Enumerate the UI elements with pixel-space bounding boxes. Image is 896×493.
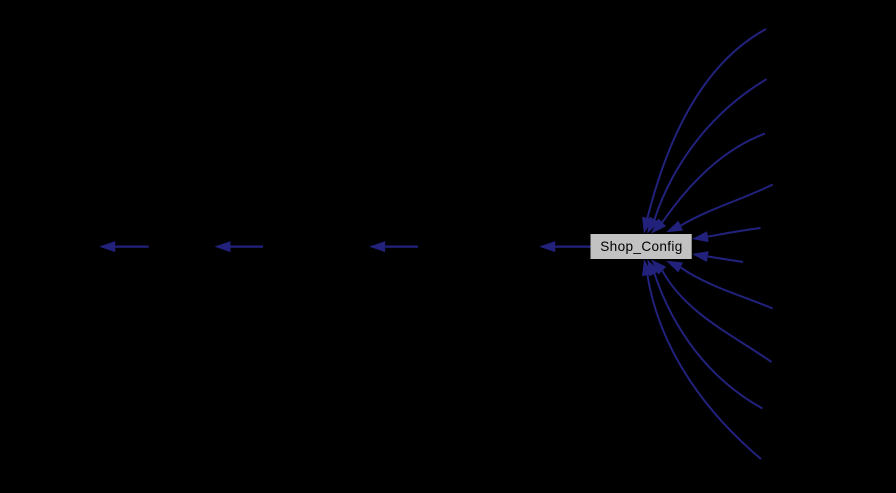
svg-text:Shop_Config: Shop_Config	[600, 239, 682, 254]
